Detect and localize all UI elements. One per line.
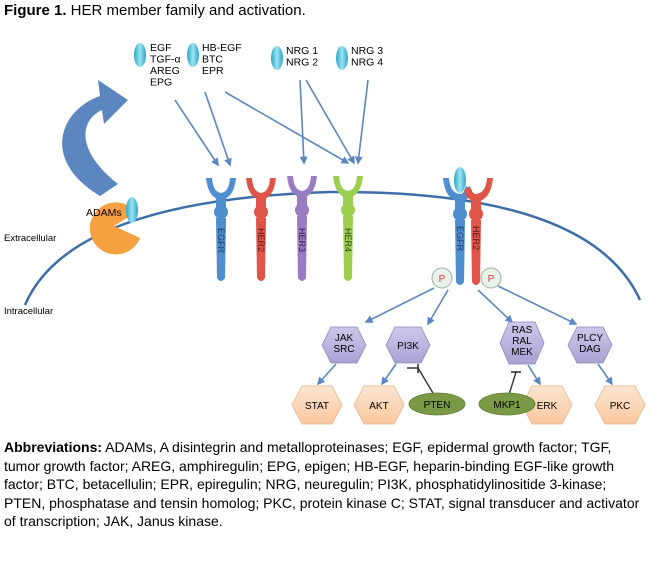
- arrow-hbegf-egfr: [204, 91, 232, 167]
- receptor-egfr: EGFR: [206, 178, 236, 281]
- effector-label-erk: ERK: [537, 401, 558, 412]
- effector-label-akt: AKT: [369, 401, 388, 412]
- arrow-egf-egfr: [174, 99, 219, 167]
- figure-title-text: HER member family and activation.: [66, 2, 306, 19]
- arrow-jak-stat: [316, 363, 337, 386]
- ligand-oval: [271, 46, 283, 70]
- figure-label: Figure 1.: [4, 2, 67, 19]
- figure-title: Figure 1. HER member family and activati…: [4, 2, 306, 19]
- phospho-circle-left: [431, 267, 453, 289]
- receptor-label-her2: HER2: [256, 228, 266, 252]
- arrow-dimer-pi3k: [427, 289, 449, 326]
- phospho-label-left: P: [439, 274, 446, 285]
- inhibitor-pten: [408, 392, 466, 416]
- arrow-nrg12-her3: [299, 79, 308, 165]
- arrow-nrg34-her4: [354, 79, 369, 165]
- hexagon-pi3k: [385, 326, 431, 364]
- receptor-her3: HER3: [287, 176, 317, 281]
- arrow-nrg12-her4: [305, 79, 355, 165]
- phospho-label-right: P: [488, 274, 495, 285]
- arrow-dimer-jak: [364, 287, 435, 323]
- effector-label-stat: STAT: [305, 401, 329, 412]
- ligand-oval: [134, 43, 146, 67]
- abbreviations-paragraph: Abbreviations: ADAMs, A disintegrin and …: [4, 438, 644, 531]
- adams-label: ADAMs: [86, 207, 122, 219]
- effector-erk: [521, 385, 573, 425]
- recycling-arrow: [62, 80, 128, 196]
- ligand-oval: [187, 43, 199, 67]
- effector-label-pkc: PKC: [610, 401, 631, 412]
- phospho-circle-right: [480, 267, 502, 289]
- receptor-dimer: EGFR HER2: [443, 167, 493, 285]
- abbreviations-label: Abbreviations:: [4, 439, 103, 455]
- dimer-label-her2: HER2: [471, 226, 481, 250]
- inhibitor-mkp1: [478, 392, 536, 416]
- arrow-mek-erk: [527, 364, 541, 386]
- dimer-ligand-oval: [454, 167, 466, 193]
- arrow-dimer-ras: [477, 289, 514, 324]
- intracellular-label: Intracellular: [4, 306, 53, 317]
- receptor-label-her4: HER4: [343, 228, 353, 252]
- extracellular-label: Extracellular: [4, 233, 56, 244]
- receptor-her2: HER2: [246, 178, 276, 281]
- cell-membrane: [23, 190, 642, 306]
- adams-ligand-oval: [126, 197, 138, 223]
- arrow-pi3k-akt: [381, 363, 397, 386]
- effector-akt: [353, 385, 405, 425]
- hexagon-plcy-dag: [567, 326, 613, 364]
- abbreviations-text: ADAMs, A disintegrin and metalloproteina…: [4, 439, 640, 529]
- dimer-label-egfr: EGFR: [455, 226, 465, 252]
- hexagon-jak-src: [321, 326, 367, 364]
- arrow-plcy-pkc: [597, 363, 613, 386]
- ligand-oval: [336, 46, 348, 70]
- effector-pkc: [594, 385, 646, 425]
- arrow-hbegf-her4: [224, 91, 350, 164]
- receptor-label-her3: HER3: [297, 228, 307, 252]
- inhibitor-label-mkp1: MKP1: [493, 400, 521, 411]
- hexagon-ras-ral-mek: [499, 321, 545, 365]
- effector-stat: [291, 385, 343, 425]
- inhibitor-label-pten: PTEN: [424, 400, 451, 411]
- receptor-her4: HER4: [333, 176, 363, 281]
- arrow-dimer-plcy: [497, 285, 578, 325]
- receptor-label-egfr: EGFR: [216, 228, 226, 254]
- hexagon-label-pi3k: PI3K: [397, 341, 419, 352]
